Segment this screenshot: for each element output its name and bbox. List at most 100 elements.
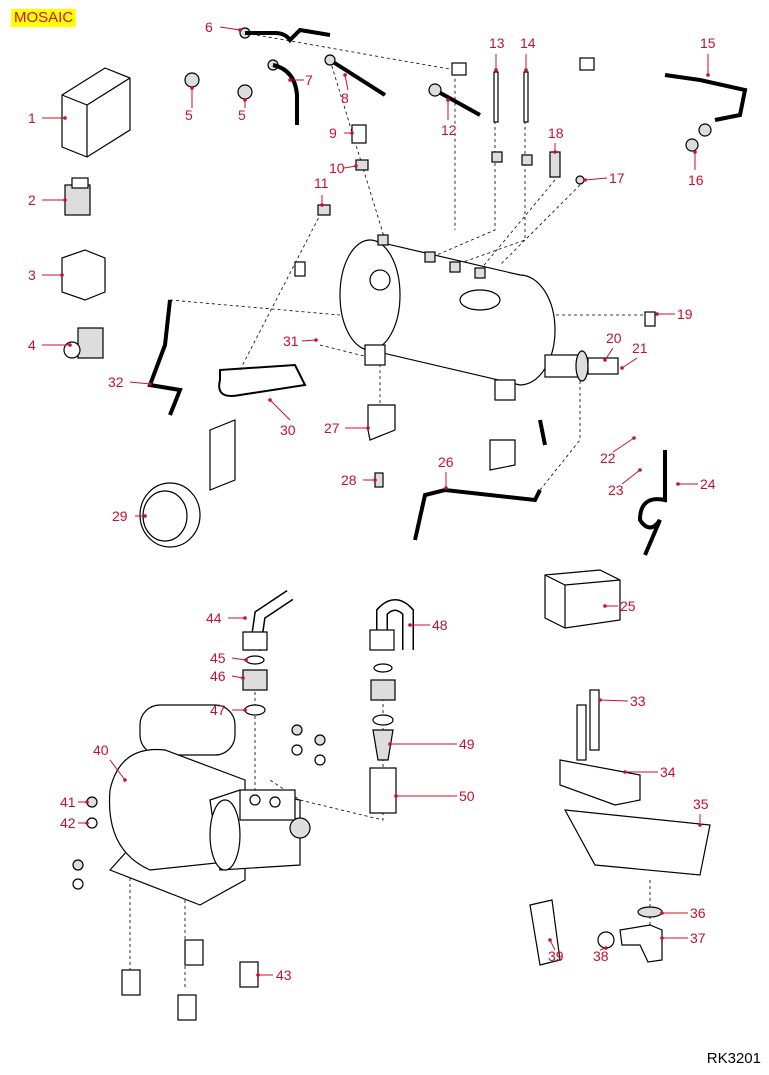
callout-number: 50 <box>459 788 475 804</box>
leader-line <box>231 657 247 661</box>
callout-number: 6 <box>205 19 213 35</box>
leader-dot <box>343 73 347 77</box>
callout-number: 13 <box>489 35 505 51</box>
leader-dot <box>698 823 702 827</box>
leader-line <box>604 347 614 361</box>
callout-number: 21 <box>632 340 648 356</box>
callout-number: 14 <box>520 35 536 51</box>
leader-dot <box>660 911 664 915</box>
callout-number: 7 <box>305 72 313 88</box>
callout-number: 23 <box>608 482 624 498</box>
callout-number: 18 <box>548 125 564 141</box>
boiler-tank <box>339 234 556 401</box>
leader-dot <box>598 698 602 702</box>
callout-number: 3 <box>28 267 36 283</box>
model-title: MOSAIC <box>11 9 77 27</box>
leader-dot <box>583 178 587 182</box>
callout-number: 46 <box>210 668 226 684</box>
leader-dot <box>85 821 89 825</box>
leader-dot <box>706 73 710 77</box>
callout-number: 42 <box>60 815 76 831</box>
leader-dot <box>244 658 248 662</box>
drip-cup <box>544 569 621 629</box>
leader-dot <box>638 468 642 472</box>
callout-number: 29 <box>112 508 128 524</box>
switch-component <box>64 177 91 216</box>
leader-line <box>584 177 608 181</box>
nut-fittings <box>184 27 279 100</box>
callout-number: 41 <box>60 794 76 810</box>
callout-number: 43 <box>276 967 292 983</box>
leader-dot <box>655 312 659 316</box>
callout-number: 22 <box>600 450 616 466</box>
callout-number: 8 <box>341 90 349 106</box>
leader-dot <box>288 78 292 82</box>
leader-line <box>301 339 317 342</box>
callout-number: 28 <box>341 472 357 488</box>
callout-number: 34 <box>660 764 676 780</box>
leader-dot <box>320 203 324 207</box>
pressure-gauge <box>139 482 201 548</box>
callout-number: 5 <box>238 107 246 123</box>
leader-dot <box>394 794 398 798</box>
callout-number: 33 <box>630 693 646 709</box>
diagram-code: RK3201 <box>706 1050 761 1067</box>
leader-line <box>549 939 556 951</box>
callout-number: 15 <box>700 35 716 51</box>
leader-dot <box>243 616 247 620</box>
pump-motor <box>108 704 311 906</box>
rubber-feet <box>121 939 259 1021</box>
callout-number: 48 <box>432 617 448 633</box>
leader-dot <box>241 676 245 680</box>
leader-line <box>269 399 291 421</box>
leader-dot <box>256 973 260 977</box>
gasket-wire <box>218 363 307 397</box>
callout-number: 4 <box>28 337 36 353</box>
callout-number: 27 <box>324 420 340 436</box>
leader-dot <box>388 742 392 746</box>
callout-number: 20 <box>606 330 622 346</box>
callout-number: 44 <box>206 610 222 626</box>
callout-number: 10 <box>329 160 345 176</box>
callout-number: 39 <box>548 948 564 964</box>
leader-dot <box>63 198 67 202</box>
leader-dot <box>444 486 448 490</box>
leader-dot <box>620 366 624 370</box>
callout-number: 38 <box>593 948 609 964</box>
drip-tray-assembly <box>529 689 711 966</box>
leader-dot <box>85 800 89 804</box>
leader-dot <box>148 382 152 386</box>
leader-dot <box>603 358 607 362</box>
leader-dot <box>350 131 354 135</box>
brackets <box>209 404 516 491</box>
callout-number: 31 <box>283 333 299 349</box>
callout-number: 32 <box>108 374 124 390</box>
leader-dot <box>548 938 552 942</box>
leader-dot <box>408 623 412 627</box>
leader-line <box>621 469 641 485</box>
leader-dot <box>243 98 247 102</box>
callout-number: 9 <box>329 125 337 141</box>
leader-line <box>344 74 349 91</box>
leader-dot <box>354 164 358 168</box>
callout-number: 5 <box>185 107 193 123</box>
leader-dot <box>603 604 607 608</box>
leader-dot <box>524 68 528 72</box>
leader-line <box>621 357 638 369</box>
leader-dot <box>63 116 67 120</box>
leader-line <box>612 437 635 453</box>
callout-number: 19 <box>677 306 693 322</box>
heating-element <box>544 350 619 382</box>
leader-dot <box>190 86 194 90</box>
leader-line <box>343 165 357 169</box>
callout-number: 1 <box>28 110 36 126</box>
callout-number: 16 <box>688 172 704 188</box>
callout-number: 49 <box>459 736 475 752</box>
leader-dot <box>604 946 608 950</box>
leader-line <box>219 26 241 31</box>
leader-dot <box>238 28 242 32</box>
leader-dot <box>446 98 450 102</box>
callout-number: 25 <box>620 598 636 614</box>
